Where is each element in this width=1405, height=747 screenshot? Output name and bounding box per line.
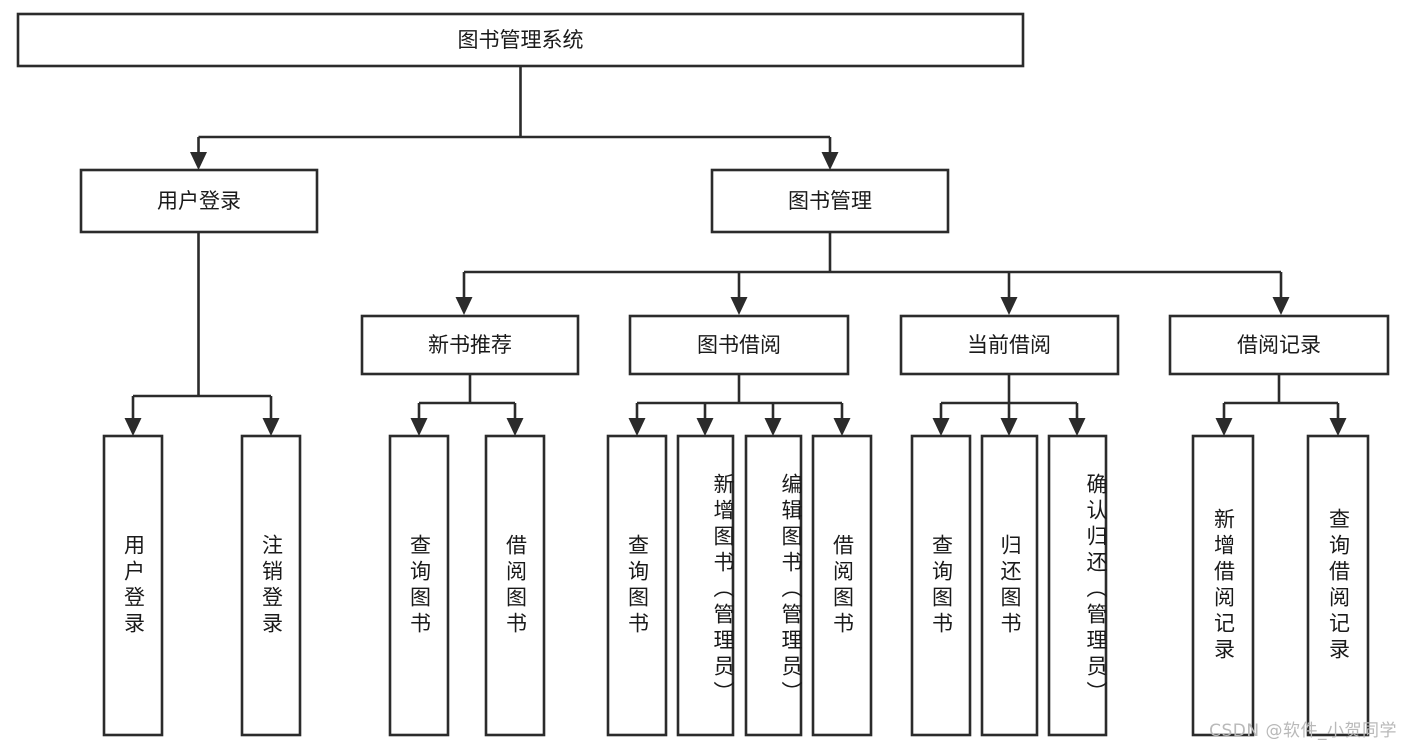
arrowhead-leaf-query-book-2: [628, 418, 646, 436]
node-borrow-record-box[interactable]: [1168, 314, 1390, 376]
arrowhead-leaf-borrow-book-1: [506, 418, 524, 436]
node-new-book-rec-box[interactable]: [360, 314, 580, 376]
arrowhead-book-manage: [821, 152, 839, 170]
node-borrow-record[interactable]: 借阅记录: [1168, 314, 1390, 376]
leaf-borrow-book-2-box[interactable]: [811, 434, 873, 737]
leaf-query-book-3-box[interactable]: [910, 434, 972, 737]
node-borrow-record-label: 借阅记录: [1237, 333, 1321, 357]
node-root-label: 图书管理系统: [458, 28, 584, 52]
arrowhead-leaf-query-book-1: [410, 418, 428, 436]
arrowhead-leaf-return-book: [1000, 418, 1018, 436]
node-book-manage-label: 图书管理: [788, 189, 872, 213]
arrowhead-leaf-edit-book: [764, 418, 782, 436]
arrowhead-borrow-record: [1272, 297, 1290, 315]
leaf-confirm-return-box[interactable]: [1047, 434, 1108, 737]
leaf-user-logout-box[interactable]: [240, 434, 302, 737]
leaf-boxes: [102, 434, 1370, 737]
node-root-box[interactable]: [16, 12, 1025, 68]
node-new-book-rec[interactable]: 新书推荐: [360, 314, 580, 376]
node-user-login-label: 用户登录: [157, 189, 241, 213]
leaf-return-book-box[interactable]: [980, 434, 1039, 737]
leaf-add-record-box[interactable]: [1191, 434, 1255, 737]
arrowhead-leaf-add-book: [696, 418, 714, 436]
node-book-borrow[interactable]: 图书借阅: [628, 314, 850, 376]
arrowhead-leaf-user-logout: [262, 418, 280, 436]
arrowhead-user-login: [190, 152, 207, 170]
node-book-borrow-label: 图书借阅: [697, 333, 781, 357]
leaf-add-book-box[interactable]: [676, 434, 735, 737]
leaf-user-login-box[interactable]: [102, 434, 164, 737]
node-layer: 图书管理系统 用户登录 图书管理 新书推荐 图书借阅 当前: [16, 12, 1390, 737]
node-new-book-rec-label: 新书推荐: [428, 333, 512, 357]
leaf-borrow-book-1-box[interactable]: [484, 434, 546, 737]
node-current-borrow[interactable]: 当前借阅: [899, 314, 1120, 376]
node-user-login[interactable]: 用户登录: [79, 168, 319, 234]
arrowhead-leaf-confirm-return: [1068, 418, 1086, 436]
arrowhead-leaf-query-book-3: [932, 418, 950, 436]
arrowhead-leaf-user-login: [124, 418, 142, 436]
watermark-text: CSDN @软件_小贺同学: [1209, 721, 1397, 741]
leaf-query-book-2-box[interactable]: [606, 434, 668, 737]
leaf-query-book-1-box[interactable]: [388, 434, 450, 737]
node-user-login-box[interactable]: [79, 168, 319, 234]
arrowhead-current-borrow: [1000, 297, 1018, 315]
node-book-manage-box[interactable]: [710, 168, 950, 234]
node-book-manage[interactable]: 图书管理: [710, 168, 950, 234]
arrowhead-leaf-borrow-book-2: [833, 418, 851, 436]
node-book-borrow-box[interactable]: [628, 314, 850, 376]
node-current-borrow-label: 当前借阅: [967, 333, 1051, 357]
connector-layer: [124, 66, 1347, 436]
arrowhead-leaf-add-record: [1215, 418, 1233, 436]
arrowhead-new-book-rec: [455, 297, 473, 315]
leaf-query-record-box[interactable]: [1306, 434, 1370, 737]
node-root[interactable]: 图书管理系统: [16, 12, 1025, 68]
node-current-borrow-box[interactable]: [899, 314, 1120, 376]
arrowhead-leaf-query-record: [1329, 418, 1347, 436]
arrowhead-book-borrow: [730, 297, 748, 315]
leaf-edit-book-box[interactable]: [744, 434, 803, 737]
